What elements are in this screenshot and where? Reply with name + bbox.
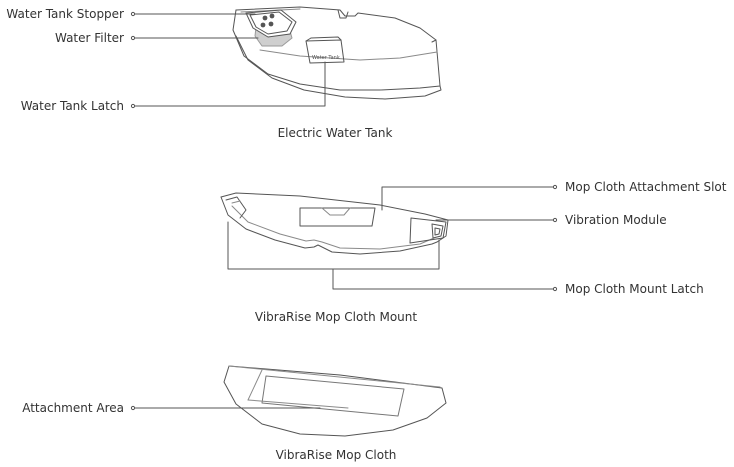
- vibrarise-mop-cloth-mount-caption: VibraRise Mop Cloth Mount: [254, 310, 418, 324]
- water-tank-illustration: [232, 6, 442, 100]
- water-tank-stopper-shape: [260, 13, 275, 28]
- water-tank-stopper-label: Water Tank Stopper: [6, 7, 124, 21]
- water-tank-embossed-text: Water Tank: [312, 55, 340, 61]
- mop-cloth-mount-latch-label: Mop Cloth Mount Latch: [565, 282, 704, 296]
- mop-mount-leaders: [227, 184, 558, 292]
- electric-water-tank-caption: Electric Water Tank: [277, 126, 393, 140]
- attachment-area-shape: [261, 375, 405, 417]
- attachment-area-label: Attachment Area: [22, 401, 124, 415]
- mop-mount-illustration: [220, 192, 449, 255]
- vibration-module-label: Vibration Module: [565, 213, 667, 227]
- vibration-module-shape: [409, 217, 447, 244]
- mop-cloth-illustration: [223, 365, 447, 437]
- mop-cloth-attachment-slot-label: Mop Cloth Attachment Slot: [565, 180, 727, 194]
- mop-cloth-leaders: [130, 405, 321, 411]
- vibrarise-mop-cloth-caption: VibraRise Mop Cloth: [275, 448, 397, 462]
- water-filter-label: Water Filter: [54, 31, 124, 45]
- water-tank-leaders: [130, 11, 326, 109]
- water-tank-latch-label: Water Tank Latch: [20, 99, 124, 113]
- water-tank-latch-shape: [305, 39, 345, 64]
